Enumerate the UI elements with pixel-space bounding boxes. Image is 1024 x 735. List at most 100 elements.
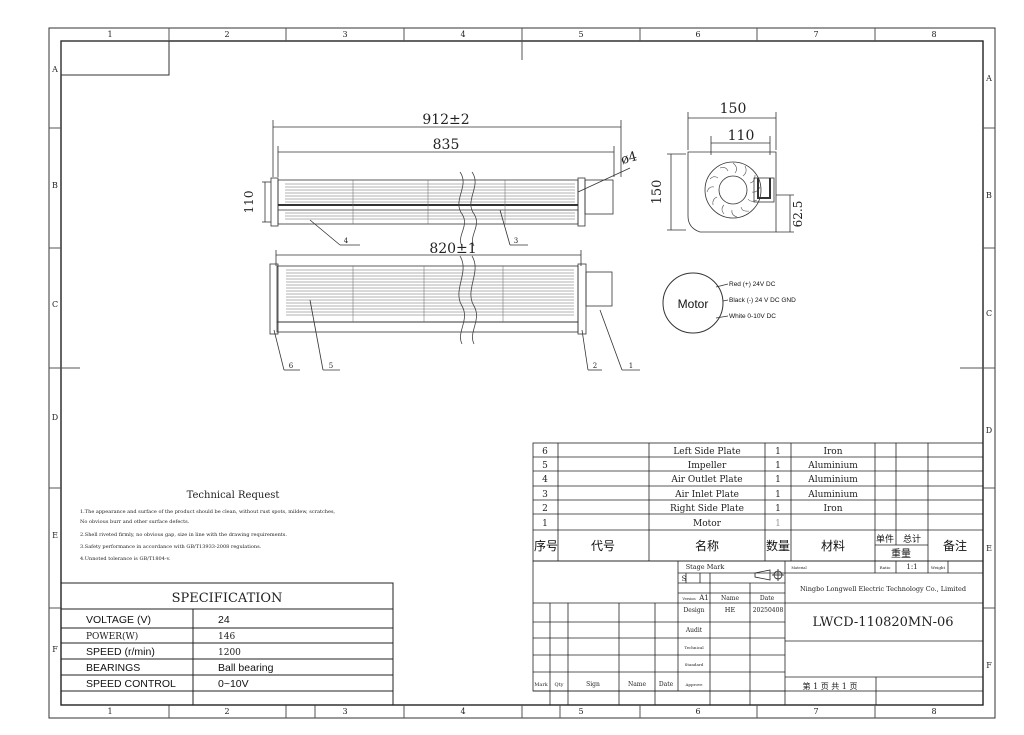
row-right-B: B <box>986 191 992 200</box>
spec-control-label: SPEED CONTROL <box>86 678 176 690</box>
dim-hole: ø4 <box>619 149 638 168</box>
callout-4: 4 <box>344 237 349 245</box>
spec-bearings-label: BEARINGS <box>86 662 140 674</box>
col-top-7: 7 <box>813 30 818 39</box>
tr-line-3: 2.Shell riveted firmly, no obvious gap, … <box>80 532 287 538</box>
fan-side-view <box>667 112 794 233</box>
bom-header-material: 材料 <box>821 539 845 553</box>
bom-material-5: Iron <box>823 504 842 514</box>
spec-power-label: POWER(W) <box>86 631 138 642</box>
tb-date-header: Date <box>760 595 775 602</box>
corner-box <box>60 40 170 76</box>
bom-header-code: 代号 <box>591 539 615 553</box>
tb-footer-name: Name <box>628 681 647 688</box>
tb-ratio: Ratio <box>880 565 891 570</box>
spec-power-value: 146 <box>218 632 235 642</box>
tb-design: Design <box>683 607 704 614</box>
tr-line-4: 3.Safety performance in accordance with … <box>80 544 262 550</box>
col-top-3: 3 <box>342 30 347 39</box>
tb-drawing-number: LWCD-110820MN-06 <box>812 615 953 630</box>
wire-red: Red (+) 24V DC <box>729 281 776 288</box>
row-right-E: E <box>986 544 992 553</box>
row-left-A: A <box>51 65 58 74</box>
dim-side-inner: 110 <box>728 128 755 144</box>
col-top-4: 4 <box>460 30 465 39</box>
bom-header-unit: 单件 <box>876 533 894 544</box>
row-left-C: C <box>52 300 58 309</box>
spec-speed-value: 1200 <box>218 648 241 658</box>
tb-version: Version <box>681 597 696 601</box>
col-top-6: 6 <box>695 30 700 39</box>
tb-audit: Audit <box>685 627 703 634</box>
fan-bottom-view <box>269 250 640 371</box>
bom-name-1: Left Side Plate <box>673 447 740 457</box>
specification-table <box>60 582 394 706</box>
bom-qty-5: 1 <box>775 504 781 514</box>
bom-material-2: Aluminium <box>807 461 858 471</box>
col-bottom-3: 3 <box>342 707 347 716</box>
spec-voltage-label: VOLTAGE (V) <box>86 614 151 626</box>
tb-version-val: A1 <box>698 594 709 602</box>
col-bottom-7: 7 <box>813 707 818 716</box>
col-bottom-1: 1 <box>107 707 112 716</box>
bom-material-3: Aluminium <box>807 475 858 485</box>
bom-no-3: 4 <box>542 475 548 485</box>
tb-company: Ningbo Longwell Electric Technology Co.,… <box>800 585 966 593</box>
bom-header-name: 名称 <box>695 538 719 553</box>
callout-2: 2 <box>593 362 597 370</box>
bom-no-2: 5 <box>542 461 548 471</box>
title-block <box>532 560 984 705</box>
bom-material-4: Aluminium <box>807 490 858 500</box>
motor-circle <box>662 272 724 334</box>
row-left-E: E <box>52 531 58 540</box>
col-bottom-2: 2 <box>224 707 229 716</box>
dim-height: 110 <box>242 191 256 214</box>
row-left-F: F <box>52 645 58 654</box>
bom-no-4: 3 <box>542 490 548 500</box>
tb-weight: Weight <box>931 565 946 570</box>
tb-ratio-val: 1:1 <box>906 563 917 571</box>
fan-top-view <box>262 120 631 247</box>
dim-side-width: 150 <box>720 101 747 117</box>
col-top-2: 2 <box>224 30 229 39</box>
bom-name-6: Motor <box>693 519 722 529</box>
bom-material-1: Iron <box>823 447 842 457</box>
tb-footer-sign: Sign <box>586 681 600 688</box>
row-right-F: F <box>986 661 992 670</box>
tb-footer-date: Date <box>659 681 674 688</box>
tb-stage-mark: Stage Mark <box>686 563 725 571</box>
tb-name-header: Name <box>721 595 740 602</box>
spec-title: SPECIFICATION <box>172 591 283 606</box>
bom-header-total: 总计 <box>903 533 921 544</box>
col-bottom-5: 5 <box>578 707 583 716</box>
tb-sheet: 第 1 页 共 1 页 <box>803 681 858 691</box>
bom-header-qty: 数量 <box>766 538 790 553</box>
callout-3: 3 <box>514 237 518 245</box>
dim-side-small: 62.5 <box>791 201 805 228</box>
col-top-5: 5 <box>578 30 583 39</box>
dim-side-height: 150 <box>650 180 665 205</box>
bom-header-no: 序号 <box>534 538 558 553</box>
tr-line-2: No obvious burr and other surface defect… <box>80 519 190 525</box>
bom-name-4: Air Inlet Plate <box>674 490 739 500</box>
tb-footer-mark: Mark <box>534 682 548 688</box>
bom-qty-3: 1 <box>775 475 781 485</box>
callout-6: 6 <box>289 362 294 370</box>
bom-table <box>532 442 984 562</box>
callout-1: 1 <box>629 362 633 370</box>
spec-control-value: 0~10V <box>218 678 249 690</box>
bom-header-remark: 备注 <box>943 538 967 553</box>
bom-no-6: 1 <box>542 519 548 529</box>
col-bottom-8: 8 <box>931 707 936 716</box>
callout-5: 5 <box>329 362 333 370</box>
tb-standard: Standard <box>685 662 704 667</box>
row-ticks <box>49 127 995 609</box>
col-bottom-4: 4 <box>460 707 465 716</box>
tb-approve: Approve <box>685 682 704 687</box>
row-right-D: D <box>986 426 992 435</box>
technical-request: Technical Request 1.The appearance and s… <box>80 490 336 562</box>
tb-stage-s: S <box>682 575 687 583</box>
bom-name-5: Right Side Plate <box>670 504 744 514</box>
tb-designer: HE <box>725 606 736 614</box>
